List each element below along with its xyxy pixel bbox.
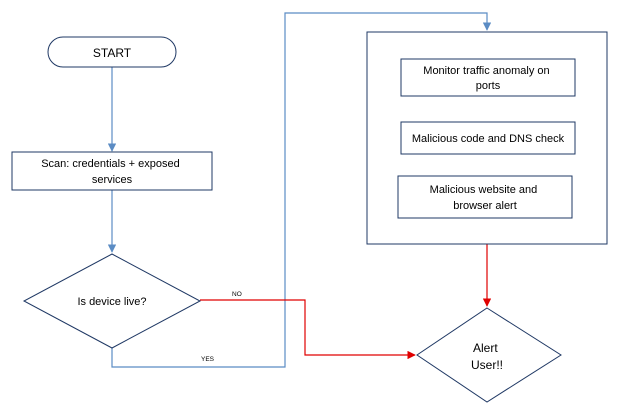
alert-label-line-1: Alert — [473, 341, 498, 355]
malicious-code-box — [400, 121, 576, 155]
scan-label-line-2: services — [92, 174, 133, 186]
alert-user-node — [416, 307, 562, 403]
alert-label: Alert User!! — [471, 341, 503, 372]
decision-label: Is device live? — [77, 296, 146, 308]
alert-label-line-2: User!! — [471, 358, 503, 372]
no-edge-label: NO — [232, 291, 242, 298]
malicious-website-label-line-2: browser alert — [453, 200, 517, 212]
malicious-website-label-line-1: Malicious website and — [430, 184, 538, 196]
monitor-traffic-label: Monitor traffic anomaly on ports — [423, 65, 552, 92]
device-live-decision — [22, 253, 202, 349]
monitor-traffic-box — [400, 58, 576, 97]
monitor-traffic-label-line-2: ports — [476, 80, 501, 92]
connector-no-to-alert — [200, 299, 416, 360]
connector-yes-to-monitor-group — [111, 12, 492, 368]
malicious-website-box — [397, 175, 573, 219]
malicious-website-label: Malicious website and browser alert — [430, 184, 541, 212]
scan-label-line-1: Scan: credentials + exposed — [41, 158, 180, 170]
monitor-traffic-label-line-1: Monitor traffic anomaly on — [423, 65, 549, 77]
yes-edge-label: YES — [201, 356, 215, 363]
scan-process-box — [11, 151, 213, 191]
scan-label: Scan: credentials + exposed services — [41, 158, 183, 186]
start-label: START — [93, 46, 132, 60]
start-terminator — [47, 36, 177, 68]
malicious-code-label: Malicious code and DNS check — [412, 133, 565, 145]
